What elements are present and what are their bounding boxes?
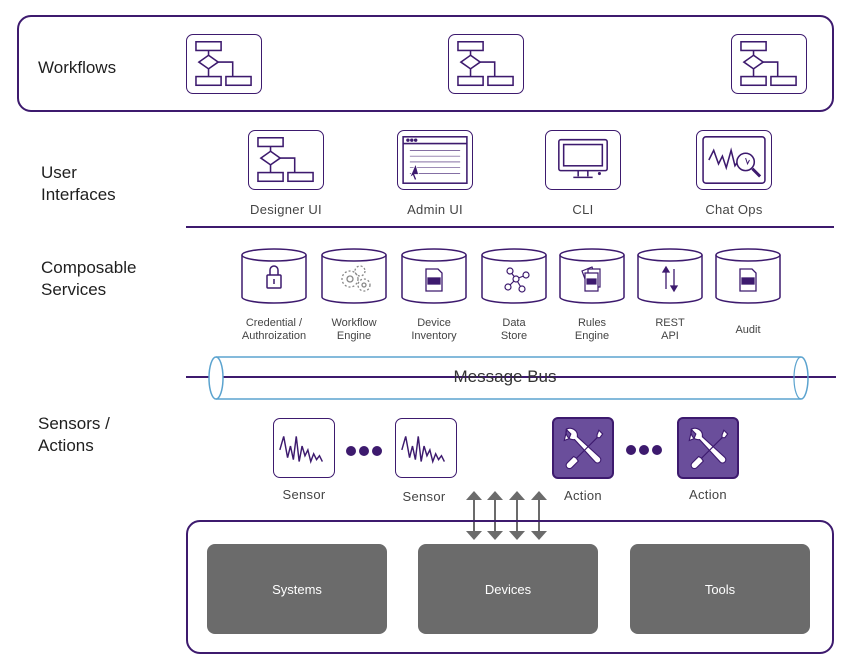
- service-caption: Data Store: [500, 317, 528, 342]
- audit-cylinder-document-icon: [715, 248, 781, 304]
- ellipsis-dots: [346, 446, 385, 456]
- service-caption: REST API: [655, 317, 685, 342]
- ui-caption: Designer UI: [250, 202, 322, 217]
- service-caption: Credential / Authroization: [241, 317, 307, 342]
- sensor-waveform-icon: [395, 418, 457, 478]
- workflow-flowchart-icon: [186, 34, 262, 94]
- tools-box: Tools: [630, 544, 810, 634]
- ui-caption: CLI: [572, 202, 594, 217]
- service-caption: Workflow Engine: [331, 317, 377, 342]
- workflow-flowchart-icon: [448, 34, 524, 94]
- workflow-flowchart-icon: [731, 34, 807, 94]
- action-tools-icon: [552, 417, 614, 479]
- message-bus-label: Message Bus: [453, 367, 557, 386]
- workflow-engine-cylinder-gears-icon: [321, 248, 387, 304]
- user-interfaces-label: User Interfaces: [41, 163, 116, 204]
- chat-ops-chart-magnifier-icon: [696, 130, 772, 190]
- action-caption: Action: [689, 487, 727, 502]
- data-store-cylinder-nodes-icon: [481, 248, 547, 304]
- sensor-waveform-icon: [273, 418, 335, 478]
- composable-services-label: Composable Services: [41, 258, 137, 299]
- designer-ui-flowchart-icon: [248, 130, 324, 190]
- cli-monitor-icon: [545, 130, 621, 190]
- sensor-caption: Sensor: [402, 489, 446, 504]
- workflows-label: Workflows: [38, 58, 117, 77]
- ui-caption: Chat Ops: [705, 202, 763, 217]
- workflows-frame: [17, 15, 834, 112]
- infrastructure-frame: [186, 520, 834, 654]
- ui-caption: Admin UI: [407, 202, 463, 217]
- credential-cylinder-padlock-icon: [241, 248, 307, 304]
- devices-box: Devices: [418, 544, 598, 634]
- systems-box: Systems: [207, 544, 387, 634]
- message-bus-pipe: [186, 356, 836, 400]
- service-caption: Device Inventory: [411, 317, 457, 342]
- bidirectional-arrows-icon: [466, 491, 547, 540]
- service-caption: Rules Engine: [574, 317, 610, 342]
- sensors-actions-label: Sensors / Actions: [38, 414, 110, 455]
- divider-line: [186, 226, 834, 228]
- service-caption: Audit: [735, 324, 761, 336]
- ellipsis-dots: [626, 445, 665, 455]
- device-inventory-cylinder-document-icon: [401, 248, 467, 304]
- action-tools-icon: [677, 417, 739, 479]
- sensor-caption: Sensor: [282, 487, 326, 502]
- action-caption: Action: [564, 488, 602, 503]
- rules-engine-cylinder-documents-stack-icon: [559, 248, 625, 304]
- rest-api-cylinder-up-down-arrows-icon: [637, 248, 703, 304]
- admin-ui-browser-window-icon: [397, 130, 473, 190]
